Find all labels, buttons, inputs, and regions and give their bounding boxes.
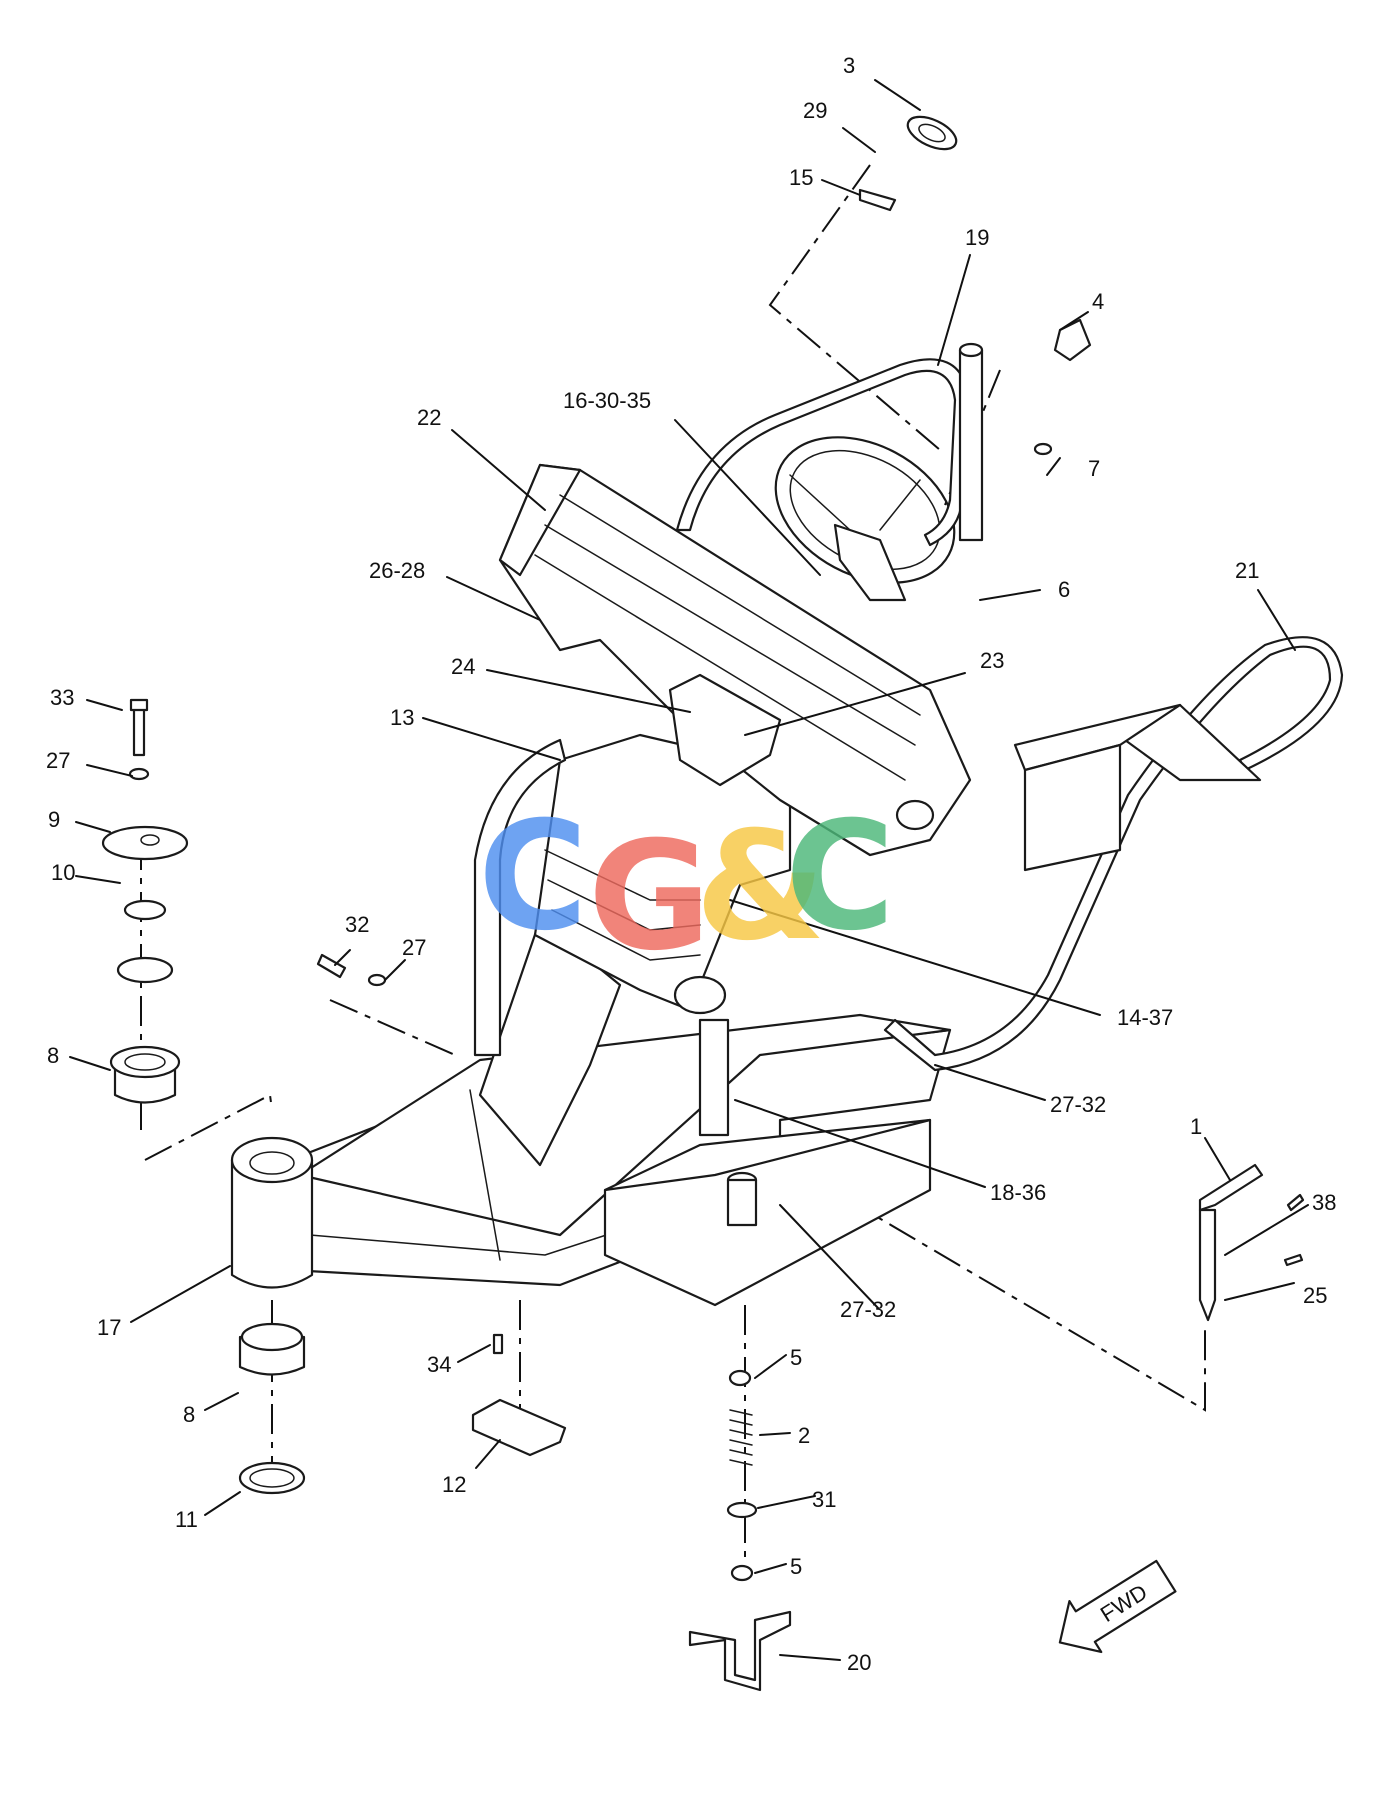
callout-27-32-lower: 27-32 (840, 1297, 896, 1322)
callout-1: 1 (1190, 1114, 1202, 1139)
lower-hardware (471, 1333, 792, 1692)
callout-8-lower: 8 (183, 1402, 195, 1427)
leader-lines (69, 79, 1309, 1661)
forward-direction-arrow: FWD (1058, 1559, 1177, 1654)
rear-tube-frame (675, 342, 984, 547)
callout-3: 3 (843, 53, 855, 78)
watermark-logo: C G & C (478, 790, 895, 984)
watermark-letter-1: C (478, 790, 588, 964)
callout-33: 33 (50, 685, 74, 710)
callout-9: 9 (48, 807, 60, 832)
callout-27-32-upper: 27-32 (1050, 1092, 1106, 1117)
callout-13: 13 (390, 705, 414, 730)
callout-16-30-35: 16-30-35 (563, 388, 651, 413)
callout-23: 23 (980, 648, 1004, 673)
callout-17: 17 (97, 1315, 121, 1340)
callout-26-28: 26-28 (369, 558, 425, 583)
callout-38: 38 (1312, 1190, 1336, 1215)
pin-assembly (1198, 1163, 1305, 1322)
callout-32: 32 (345, 912, 369, 937)
callout-31: 31 (812, 1487, 836, 1512)
callout-27-mid: 27 (402, 935, 426, 960)
callout-12: 12 (442, 1472, 466, 1497)
callout-2: 2 (798, 1423, 810, 1448)
steering-wheel (774, 436, 956, 602)
watermark-letter-3: & (695, 800, 826, 974)
callout-24: 24 (451, 654, 475, 679)
callout-15: 15 (789, 165, 813, 190)
callout-10: 10 (51, 860, 75, 885)
operator-station-frame (230, 1013, 952, 1307)
right-grab-handle (883, 636, 1344, 1072)
callout-19: 19 (965, 225, 989, 250)
callout-27-left: 27 (46, 748, 70, 773)
callout-6: 6 (1058, 577, 1070, 602)
watermark-letter-4: C (785, 790, 895, 964)
callout-5-upper: 5 (790, 1345, 802, 1370)
callout-8-upper: 8 (47, 1043, 59, 1068)
callout-labels: 3 29 15 19 4 16-30-35 22 7 26-28 6 21 24… (46, 53, 1336, 1675)
steering-column-housing (473, 733, 792, 1167)
callout-25: 25 (1303, 1283, 1327, 1308)
callout-14-37: 14-37 (1117, 1005, 1173, 1030)
dashboard-panel (498, 463, 972, 857)
callout-7: 7 (1088, 456, 1100, 481)
callout-34: 34 (427, 1352, 451, 1377)
top-hardware (858, 115, 1092, 456)
callout-29: 29 (803, 98, 827, 123)
watermark-letter-2: G (588, 810, 711, 984)
callout-5-lower: 5 (790, 1554, 802, 1579)
callout-11: 11 (175, 1507, 198, 1532)
callout-18-36: 18-36 (990, 1180, 1046, 1205)
callout-21: 21 (1235, 558, 1259, 583)
pivot-hardware-left (101, 698, 387, 1495)
callout-4: 4 (1092, 289, 1104, 314)
callout-22: 22 (417, 405, 441, 430)
callout-20: 20 (847, 1650, 871, 1675)
